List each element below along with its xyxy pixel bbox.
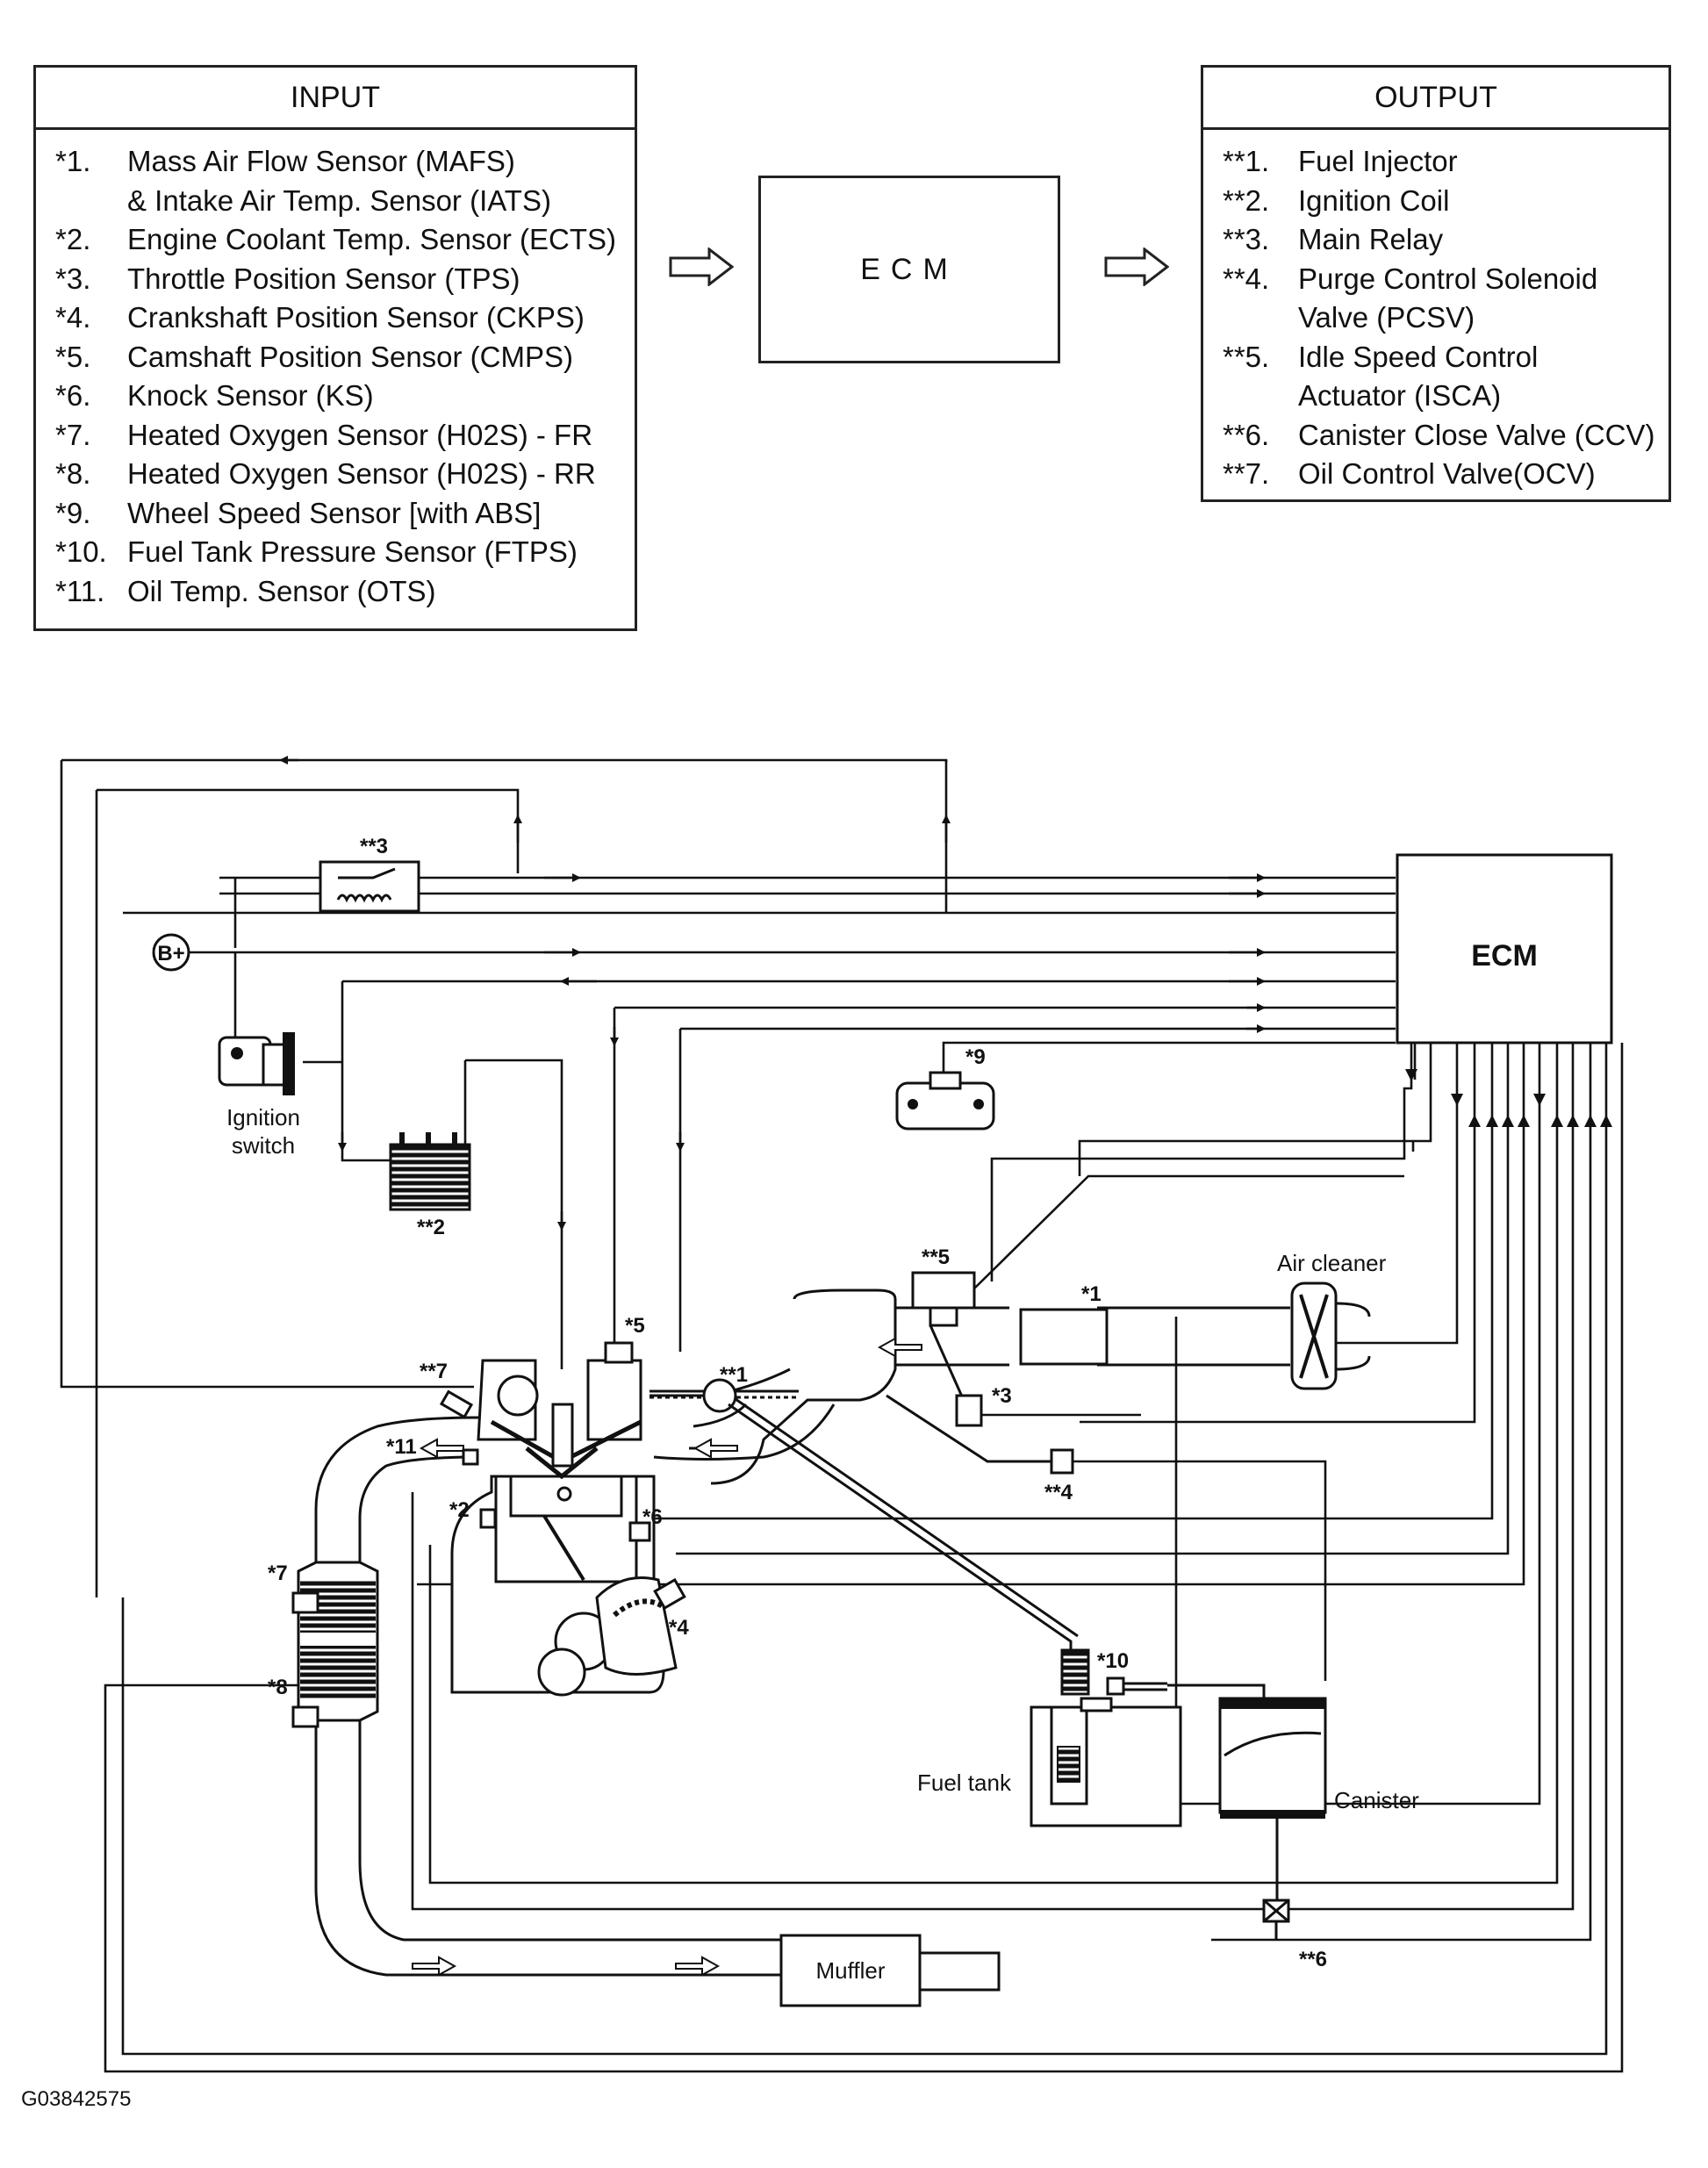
idle-speed-control-actuator xyxy=(911,1174,1404,1327)
tag-ocv: **7 xyxy=(420,1360,448,1383)
tag-ho2s-front: *7 xyxy=(268,1561,288,1585)
heated-oxygen-sensor-front xyxy=(291,1591,319,1614)
tag-maf-sensor: *1 xyxy=(1081,1282,1102,1306)
catalytic-converter xyxy=(297,1561,379,1722)
maf-sensor xyxy=(1019,1308,1109,1366)
figure-id: G03842575 xyxy=(21,2087,132,2111)
tag-ho2s-rear: *8 xyxy=(268,1676,288,1699)
tag-ckps: *4 xyxy=(669,1616,689,1640)
canister-close-valve xyxy=(1262,1899,1290,1940)
ignition-switch-label: Ignition xyxy=(226,1104,300,1131)
output-item: Actuator (ISCA) xyxy=(1298,379,1502,412)
muffler-label: Muffler xyxy=(816,1957,886,1984)
muffler xyxy=(779,1934,1001,2007)
tag-ccv: **6 xyxy=(1299,1948,1327,1971)
purge-control-solenoid-valve xyxy=(886,1394,1327,1681)
output-item: **2.Ignition Coil xyxy=(1223,183,1450,217)
output-item: **4.Purge Control Solenoid xyxy=(1223,262,1598,295)
camshaft-position-sensor xyxy=(604,1341,634,1364)
output-item: **1.Fuel Injector xyxy=(1223,145,1458,177)
input-item: *4.Crankshaft Position Sensor (CKPS) xyxy=(55,301,585,334)
input-item: *1.Mass Air Flow Sensor (MAFS) xyxy=(55,145,515,177)
output-panel: OUTPUT **1.Fuel Injector **2.Ignition Co… xyxy=(1201,65,1671,502)
input-item: *6.Knock Sensor (KS) xyxy=(55,379,374,412)
output-item: Valve (PCSV) xyxy=(1298,301,1475,334)
input-list: *1.Mass Air Flow Sensor (MAFS) & Intake … xyxy=(36,130,635,611)
wheel-speed-sensor xyxy=(895,1071,995,1131)
flow-arrow-ecm-to-output xyxy=(1104,248,1169,286)
crankshaft-position-sensor xyxy=(653,1577,686,1611)
heated-oxygen-sensor-rear xyxy=(291,1705,319,1728)
input-item: *10.Fuel Tank Pressure Sensor (FTPS) xyxy=(55,535,578,568)
input-title: INPUT xyxy=(36,68,635,130)
air-cleaner-label: Air cleaner xyxy=(1277,1250,1387,1276)
output-item: **5.Idle Speed Control xyxy=(1223,340,1539,373)
flow-arrow-input-to-ecm xyxy=(669,248,734,286)
tag-cmps: *5 xyxy=(625,1314,645,1338)
oil-control-valve xyxy=(439,1389,474,1419)
output-item: **7.Oil Control Valve(OCV) xyxy=(1223,457,1596,490)
ignition-switch xyxy=(218,1032,295,1095)
throttle-position-sensor xyxy=(929,1324,1141,1427)
battery-label: B+ xyxy=(157,942,184,966)
ignition-coil xyxy=(389,1060,471,1211)
input-item: *7.Heated Oxygen Sensor (H02S) - FR xyxy=(55,418,593,451)
ignition-switch-label: switch xyxy=(232,1132,295,1159)
tag-isca: **5 xyxy=(922,1246,950,1269)
tag-fuel-injector: **1 xyxy=(720,1363,748,1387)
tag-ignition-coil: **2 xyxy=(417,1216,445,1239)
tag-ftps: *10 xyxy=(1097,1649,1129,1673)
tag-pcsv: **4 xyxy=(1044,1481,1073,1504)
input-item: *3.Throttle Position Sensor (TPS) xyxy=(55,262,520,295)
tag-knock-sensor: *6 xyxy=(642,1505,663,1529)
engine-coolant-temp-sensor xyxy=(479,1508,497,1529)
canister xyxy=(1167,1683,1327,1900)
output-item: **3.Main Relay xyxy=(1223,223,1444,255)
ecm-label: ECM xyxy=(1471,939,1538,973)
knock-sensor xyxy=(628,1521,651,1542)
fuel-tank-pressure-sensor xyxy=(1060,1648,1090,1696)
battery-terminal xyxy=(152,933,190,972)
input-item: & Intake Air Temp. Sensor (IATS) xyxy=(127,183,551,217)
fuel-injector xyxy=(702,1378,737,1413)
output-title: OUTPUT xyxy=(1203,68,1669,130)
output-item: **6.Canister Close Valve (CCV) xyxy=(1223,418,1655,451)
tag-ects: *2 xyxy=(449,1498,470,1522)
ecm-unit xyxy=(1396,853,1613,1045)
oil-temp-sensor xyxy=(462,1448,479,1466)
fuel-tank-label: Fuel tank xyxy=(917,1770,1012,1796)
ecm-block: ECM xyxy=(758,176,1060,363)
input-item: *9.Wheel Speed Sensor [with ABS] xyxy=(55,496,542,529)
input-item: *5.Camshaft Position Sensor (CMPS) xyxy=(55,340,574,373)
input-item: *11.Oil Temp. Sensor (OTS) xyxy=(55,574,436,607)
main-relay xyxy=(319,860,420,913)
input-item: *2.Engine Coolant Temp. Sensor (ECTS) xyxy=(55,223,616,255)
output-list: **1.Fuel Injector **2.Ignition Coil **3.… xyxy=(1203,130,1669,494)
tag-tps: *3 xyxy=(992,1384,1012,1408)
engine xyxy=(450,1359,678,1697)
tag-wheel-speed-sensor: *9 xyxy=(965,1045,986,1069)
input-panel: INPUT *1.Mass Air Flow Sensor (MAFS) & I… xyxy=(33,65,637,631)
air-cleaner xyxy=(1290,1281,1371,1390)
canister-label: Canister xyxy=(1334,1787,1419,1813)
fuel-tank xyxy=(1030,1676,1182,1827)
tag-ots: *11 xyxy=(386,1435,417,1459)
tag-main-relay: **3 xyxy=(360,835,388,858)
input-item: *8.Heated Oxygen Sensor (H02S) - RR xyxy=(55,457,596,490)
